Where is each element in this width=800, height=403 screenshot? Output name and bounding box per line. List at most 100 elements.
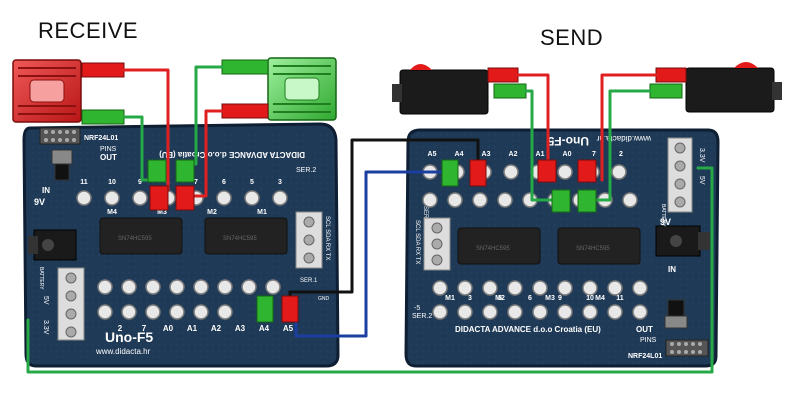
- send-right-green-connector: [649, 83, 683, 99]
- receive-power-terminal: [57, 267, 85, 341]
- receive-top-label: 7: [194, 179, 198, 186]
- send-left-red-connector: [487, 67, 519, 83]
- receive-green-button-icon[interactable]: [267, 57, 337, 121]
- receive-bottom-b-pin: [193, 304, 209, 320]
- send-top-label: A5: [428, 151, 437, 158]
- send-top-b-pin: [447, 192, 463, 208]
- send-3v-label: 3.3V: [698, 148, 705, 163]
- send-bottom-b-pin: [582, 304, 598, 320]
- send-chip-right-label: SN74HC595: [576, 246, 610, 252]
- receive-red-button-connector-b: [221, 103, 269, 119]
- send-bottom-a-pin: [557, 280, 573, 296]
- board-jumpers: [147, 159, 597, 323]
- wire-send-green-left: [524, 89, 562, 202]
- send-dc-jack-icon: [655, 225, 710, 257]
- receive-chip-right-label: SN74HC595: [223, 236, 257, 242]
- send-chip-left-label: SN74HC595: [476, 246, 510, 252]
- send-bottom-b-pin: [507, 304, 523, 320]
- send-bottom-a-pin: [507, 280, 523, 296]
- send-bottom-label: 5: [498, 295, 502, 302]
- send-top-label: A3: [482, 151, 491, 158]
- send-chip-right: [557, 227, 641, 265]
- send-bottom-b-pin: [482, 304, 498, 320]
- wire-receive-red-2: [190, 109, 224, 198]
- receive-9v-label: 9V: [34, 197, 45, 207]
- receive-model-label: Uno-F5: [105, 329, 153, 345]
- receive-bottom-b-pin: [145, 304, 161, 320]
- receive-red-button-icon[interactable]: [12, 59, 82, 123]
- receive-top-label: 6: [222, 179, 226, 186]
- receive-bottom-b-pin: [121, 304, 137, 320]
- send-ser1-label: SER.1: [422, 206, 428, 224]
- send-bottom-label: 11: [616, 295, 624, 302]
- receive-bottom-label: A2: [211, 324, 222, 333]
- receive-bottom-label: A1: [187, 324, 198, 333]
- send-bottom-b-pin: [632, 304, 648, 320]
- receive-top-pin: [76, 190, 92, 206]
- receive-ser1-label: SER.1: [300, 278, 318, 284]
- receive-bottom-a-pin: [169, 279, 185, 295]
- send-bottom-a-pin: [457, 280, 473, 296]
- receive-bottom-a-pin: [241, 279, 257, 295]
- wire-blue-link: [294, 170, 454, 338]
- wire-receive-red-1: [122, 68, 170, 192]
- receive-serial-terminal: [295, 211, 323, 269]
- send-right-red-connector: [655, 67, 687, 83]
- send-bottom-label: 3: [468, 295, 472, 302]
- receive-top-pin: [216, 190, 232, 206]
- receive-bottom-a-pin: [97, 279, 113, 295]
- receive-bottom-a-pin: [193, 279, 209, 295]
- send-nrf-header: [665, 339, 709, 357]
- receive-top-pin: [244, 190, 260, 206]
- receive-chip-left-label: SN74HC595: [118, 236, 152, 242]
- wire-receive-green-1: [122, 115, 154, 182]
- send-top-label: A2: [509, 151, 518, 158]
- send-left-green-connector: [493, 83, 527, 99]
- receive-bottom-label: A3: [235, 324, 246, 333]
- send-motor-label: M1: [445, 295, 455, 302]
- receive-chip-left: [99, 217, 183, 255]
- send-motor-label: M2: [495, 295, 505, 302]
- receive-bottom-b-pin: [169, 304, 185, 320]
- receive-green-button-connector-a: [81, 109, 125, 125]
- receive-top-label: 5: [250, 179, 254, 186]
- receive-top-pin: [272, 190, 288, 206]
- wire-send-red-left: [516, 73, 550, 182]
- wire-green-loop: [26, 166, 714, 374]
- send-top-pin: [557, 164, 573, 180]
- send-serial-terminal: [423, 217, 451, 271]
- receive-3v-label: 3.3V: [42, 320, 49, 335]
- receive-banner: DIDACTA ADVANCE d.o.o Croatia (EU): [159, 150, 305, 159]
- receive-top-label: 9: [138, 179, 142, 186]
- receive-top-label: 11: [80, 179, 88, 186]
- send-top-b-pin: [472, 192, 488, 208]
- send-minus5-label: -5: [414, 305, 420, 312]
- receive-top-pin: [104, 190, 120, 206]
- send-banner: DIDACTA ADVANCE d.o.o Croatia (EU): [455, 325, 601, 334]
- send-9v-label: 9V: [660, 217, 671, 227]
- send-power-terminal: [667, 137, 693, 213]
- send-out-label: OUT: [636, 325, 653, 334]
- send-bottom-label: 10: [586, 295, 594, 302]
- receive-top-label: 10: [108, 179, 116, 186]
- send-top-b-pin: [497, 192, 513, 208]
- receive-motor-label: M1: [257, 209, 267, 216]
- receive-regulator: [51, 149, 73, 181]
- send-website-label: www.didacta.hr: [596, 134, 652, 143]
- wire-send-green-right: [586, 89, 652, 202]
- receive-in-label: IN: [42, 186, 50, 195]
- send-top-label: A1: [536, 151, 545, 158]
- receive-port-label: SCL SDA RX TX: [324, 216, 330, 260]
- send-left-switch-icon[interactable]: [392, 64, 489, 115]
- receive-bottom-label: 7: [142, 324, 147, 333]
- send-bottom-b-pin: [457, 304, 473, 320]
- send-bottom-label: 6: [528, 295, 532, 302]
- send-bottom-a-pin: [432, 280, 448, 296]
- send-top-b-pin: [622, 192, 638, 208]
- receive-bottom-label: 2: [118, 324, 123, 333]
- send-right-switch-icon[interactable]: [685, 62, 782, 113]
- send-bottom-b-pin: [557, 304, 573, 320]
